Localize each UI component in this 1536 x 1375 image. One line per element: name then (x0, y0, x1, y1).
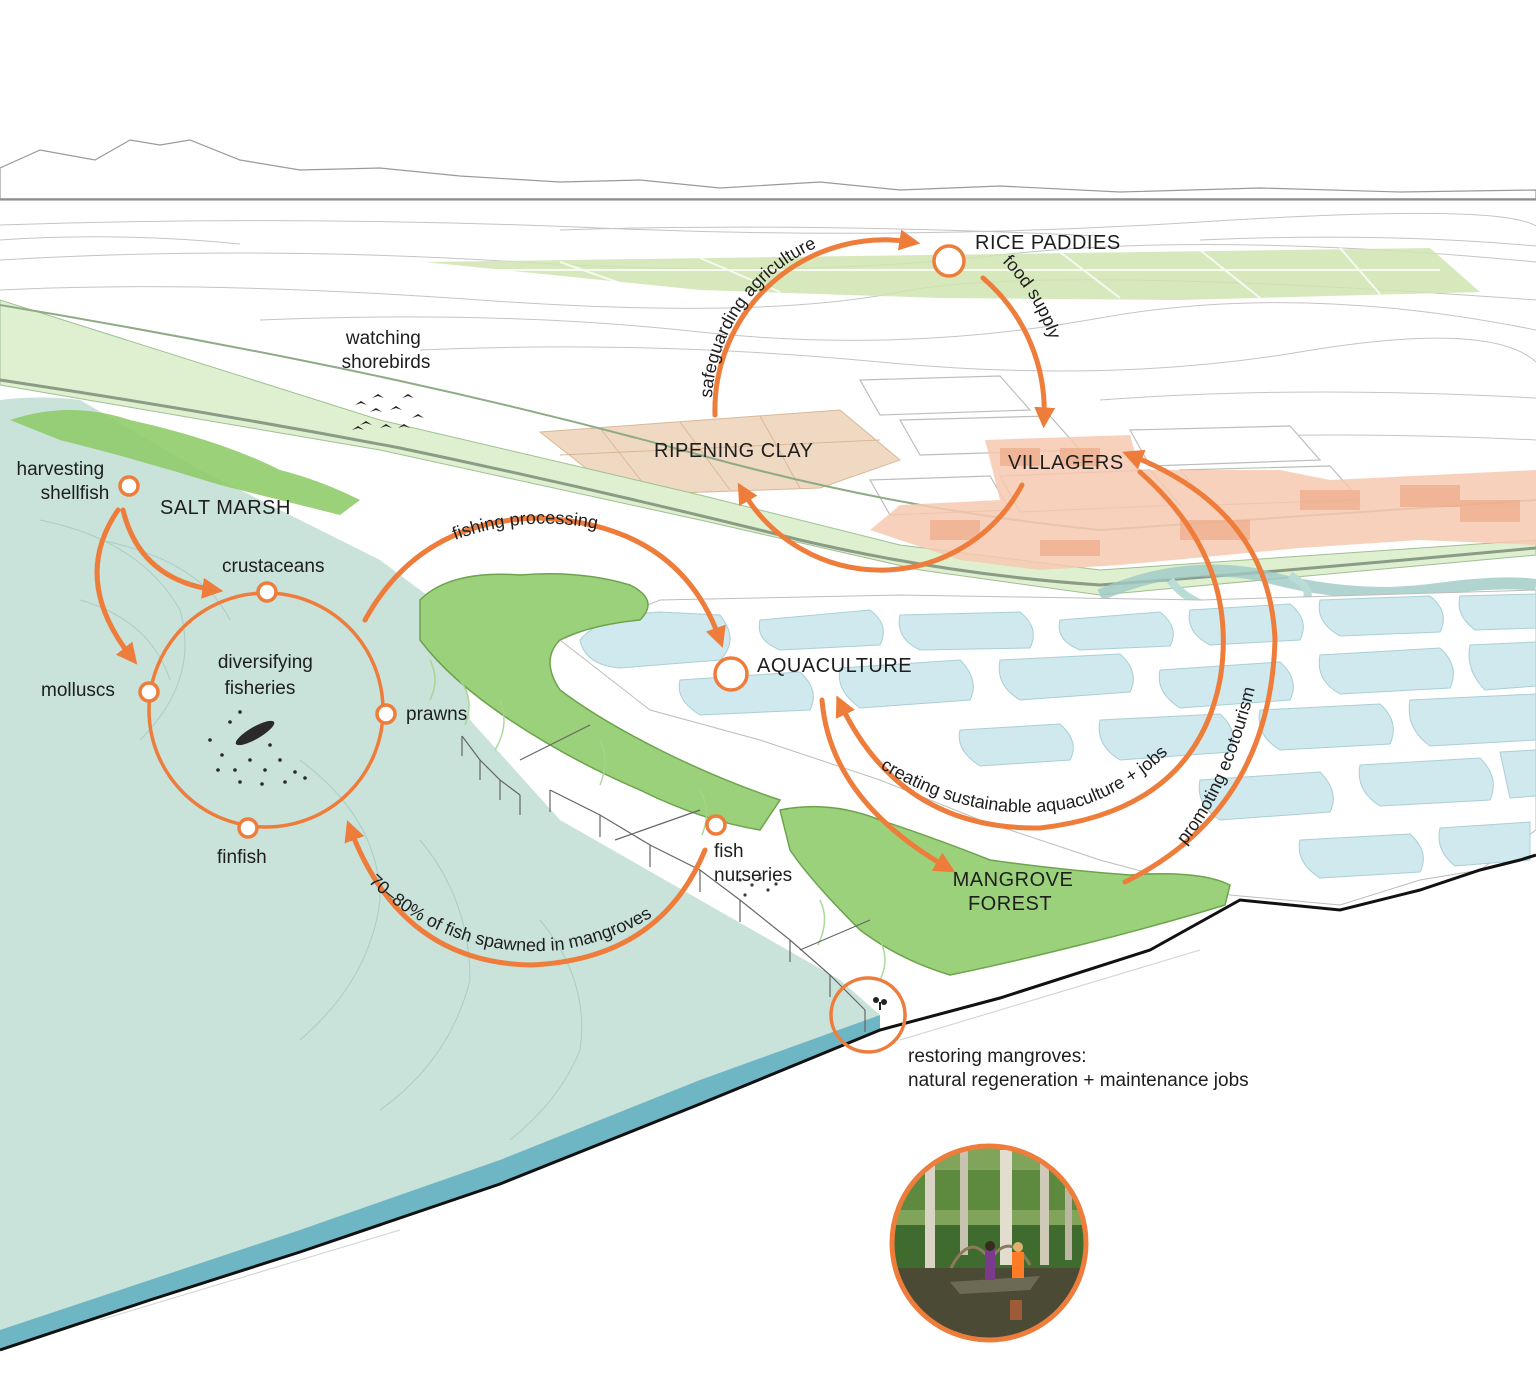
landscape-background (0, 139, 1536, 1352)
label-prawns: prawns (406, 704, 467, 725)
shorebirds (352, 394, 424, 430)
node-crustaceans (256, 581, 278, 603)
seedling-icon (873, 997, 887, 1010)
node-harvesting-shellfish (118, 475, 140, 497)
label-salt-marsh: SALT MARSH (160, 497, 291, 519)
flow-arrows (94, 229, 1278, 968)
label-harvesting-shellfish: harvesting shellfish (17, 459, 110, 504)
label-rice-paddies: RICE PADDIES (975, 232, 1121, 254)
restoration-fences (461, 724, 871, 1032)
label-mangrove-forest: MANGROVE FOREST (953, 869, 1080, 915)
arrow-safeguarding-agriculture (712, 229, 921, 418)
river-channel (1097, 564, 1536, 601)
arrow-fish-spawned (344, 820, 708, 968)
node-finfish (237, 817, 259, 839)
label-villagers: VILLAGERS (1008, 452, 1124, 474)
aquaculture-ponds (579, 593, 1536, 879)
mangrove-belt (419, 573, 1231, 976)
label-restoring-mangroves: restoring mangroves: natural regeneratio… (908, 1046, 1249, 1091)
arrow-food-supply (980, 275, 1056, 429)
embankment-marsh (0, 299, 1536, 596)
node-molluscs (138, 681, 160, 703)
fish-school (208, 710, 307, 786)
salt-marsh-vegetation (10, 410, 360, 515)
arrow-harvest-to-molluscs (94, 507, 138, 665)
node-prawns (375, 703, 397, 725)
label-finfish: finfish (217, 847, 267, 868)
village-cluster (870, 435, 1536, 570)
arrow-villagers-to-clay (737, 482, 1025, 573)
arrow-fishing-processing (362, 515, 726, 648)
nodes (118, 244, 966, 1054)
arrow-aquaculture-to-mangrove (819, 697, 956, 873)
label-crustaceans: crustaceans (222, 556, 324, 577)
node-rice-paddies (932, 244, 966, 278)
label-watching-shorebirds: watching shorebirds (342, 328, 431, 373)
label-molluscs: molluscs (41, 680, 115, 701)
label-fishing-processing: fishing processing (450, 508, 600, 544)
label-diversifying-fisheries: diversifying fisheries (218, 652, 318, 699)
distant-hills (0, 139, 1536, 201)
mangrove-restoration-photo (889, 1143, 1089, 1343)
node-fish-nurseries (705, 814, 727, 836)
label-ripening-clay: RIPENING CLAY (654, 440, 814, 462)
label-fish-nurseries: fish nurseries (714, 841, 792, 886)
arrow-harvest-to-crustaceans (120, 507, 224, 599)
arrow-promoting-ecotourism (1122, 449, 1278, 885)
node-aquaculture (713, 656, 749, 692)
label-aquaculture: AQUACULTURE (757, 655, 912, 677)
node-restoring-mangroves (829, 976, 907, 1054)
arrow-creating-aquaculture (835, 469, 1226, 831)
